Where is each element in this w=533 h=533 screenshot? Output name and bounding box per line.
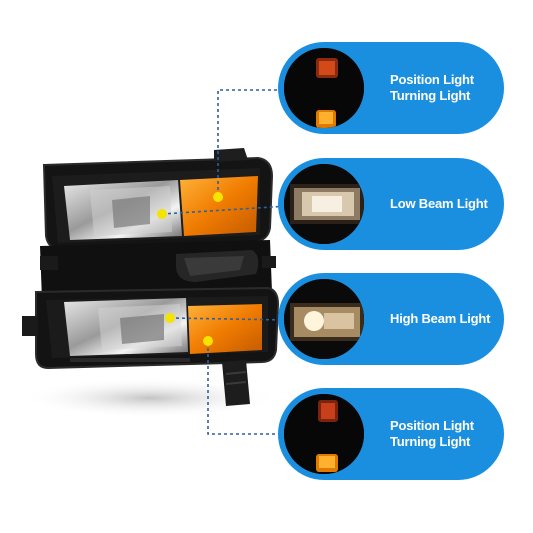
callout-position-turning-bottom: Position Light Turning Light xyxy=(278,388,504,480)
callout-dots xyxy=(157,192,223,346)
callout-high-beam: High Beam Light xyxy=(278,273,504,365)
amber-lamp-icon xyxy=(284,48,364,128)
callout-position-turning-top: Position Light Turning Light xyxy=(278,42,504,134)
low-beam-lamp-icon xyxy=(284,164,364,244)
callout-label: Low Beam Light xyxy=(390,196,488,211)
amber-lamp-icon xyxy=(284,394,364,474)
callout-label: Position Light Turning Light xyxy=(390,72,474,103)
callout-label: High Beam Light xyxy=(390,311,491,326)
callout-low-beam: Low Beam Light xyxy=(278,158,504,250)
leader-lines xyxy=(161,89,290,435)
high-beam-lamp-icon xyxy=(284,279,364,359)
callout-label: Position Light Turning Light xyxy=(390,418,474,449)
